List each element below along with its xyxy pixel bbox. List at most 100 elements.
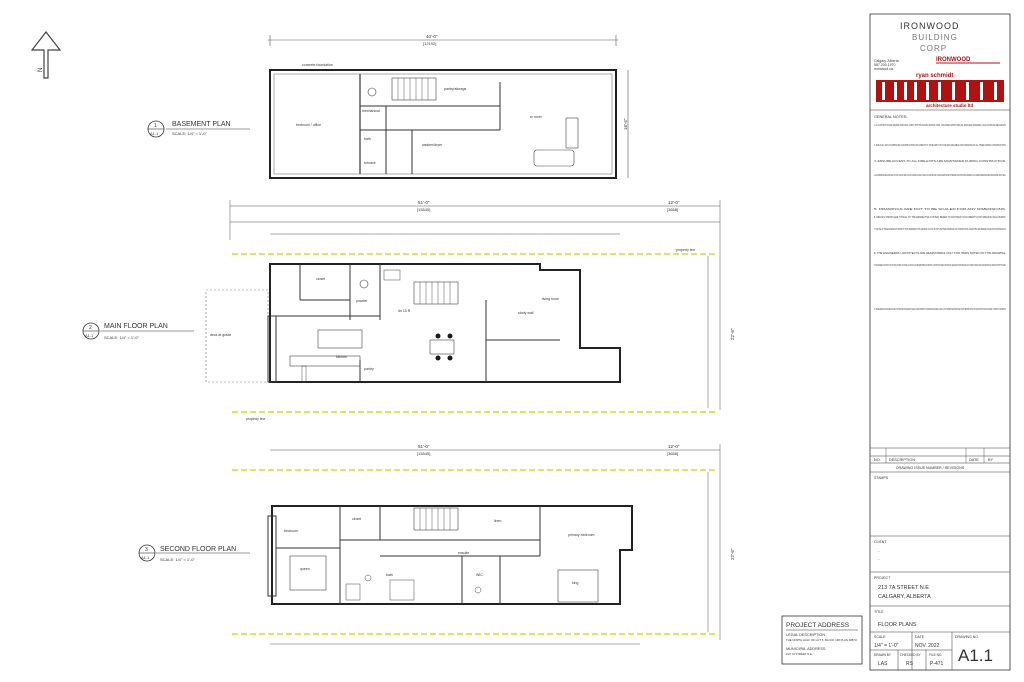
- second-stairs: [413, 507, 459, 531]
- basement-room-tv: tv room: [530, 115, 542, 119]
- basement-room-bedroom: bedroom / office: [296, 123, 321, 127]
- project-label: PROJECT: [874, 576, 891, 580]
- scale-value: 1/4" = 1'-0": [874, 643, 899, 649]
- file-no-value: P-471: [930, 661, 944, 667]
- second-room-bedroom: bedroom: [284, 529, 298, 533]
- main-plan-sheet: A1.1: [85, 333, 94, 338]
- basement-stairs: [391, 77, 437, 101]
- basement-plan-title: BASEMENT PLAN: [172, 121, 231, 128]
- checked-by-label: CHECKED BY: [900, 653, 922, 657]
- rev-col-description: DESCRIPTION: [889, 458, 915, 462]
- basement-plan-number: 1: [154, 123, 157, 129]
- rev-heading: DRAWING ISSUE NUMBER / REVISIONS: [896, 466, 965, 470]
- title-label: TITLE: [874, 610, 884, 614]
- basement-plan-scale: SCALE: 1/4" = 1'-0": [172, 131, 207, 136]
- general-note-8: 8. THE ENGINEERS / ARCHITECTS ARE RESPON…: [874, 252, 1006, 255]
- general-note-1: 1. ALL CONSTRUCTION AND RELATED WORK SHA…: [874, 124, 1006, 127]
- basement-room-pantry: pantry/storage: [444, 87, 466, 91]
- company-contact-city: Calgary, Alberta: [874, 59, 899, 63]
- general-note-2: 2. ONE FULL SET OF APPROVED CONSTRUCTION…: [874, 144, 1006, 147]
- main-floor-plan: 51'-0" [15545] 12'-0" [3658] property li…: [205, 200, 735, 421]
- project-line2: CALGARY, ALBERTA: [878, 594, 931, 600]
- second-room-king: king: [572, 581, 578, 585]
- company-logo-small: IRONWOOD: [936, 57, 971, 63]
- title-value: FLOOR PLANS: [878, 622, 917, 628]
- scale-label: SCALE: [874, 635, 886, 639]
- main-room-kitchen: kitchen: [336, 355, 347, 359]
- second-room-closet: closet: [352, 517, 361, 521]
- company-contact-web: ironwood.ca: [874, 67, 893, 71]
- main-front-dim-mm: [3658]: [667, 207, 678, 212]
- basement-plan-label: 1 A1.1 BASEMENT PLAN SCALE: 1/4" = 1'-0": [147, 120, 250, 138]
- architect-name: ryan schmidt: [916, 73, 953, 79]
- legal-description-text: THE NORTH HALF OF LOT 5, BLOCK 108 PLAN …: [786, 638, 857, 642]
- client-line1: -: [878, 548, 880, 553]
- second-plan-sheet: A1.1: [141, 555, 150, 560]
- main-room-pantry: pantry: [364, 367, 374, 371]
- general-note-7: 7. THE USE OF THESE DRAWINGS IS LIMITED …: [874, 228, 1006, 231]
- legal-description-label: LEGAL DESCRIPTION: [786, 633, 825, 637]
- drawn-by-value: LAS: [878, 661, 888, 667]
- general-note-9: 9. THE ENGINEERS / ARCHITECTS DO NOT HAV…: [874, 264, 1006, 267]
- basement-room-mechanical: mechanical: [362, 109, 380, 113]
- north-arrow-icon: N: [30, 31, 62, 79]
- general-note-6: 6. DETAILS SHOWN ARE TYPICAL TO THE RESP…: [874, 216, 1006, 219]
- date-label: DATE: [915, 635, 925, 639]
- basement-room-furnace: furnace: [364, 161, 376, 165]
- title-block: IRONWOOD BUILDING CORP Calgary, Alberta …: [869, 13, 1011, 671]
- company-contact-phone: 587.200.1970: [874, 63, 895, 67]
- drawing-number-value: A1.1: [958, 646, 993, 665]
- municipal-address-label: MUNICIPAL ADDRESS: [786, 647, 826, 651]
- project-address-box: PROJECT ADDRESS LEGAL DESCRIPTION THE NO…: [781, 615, 863, 665]
- second-room-ensuite: ensuite: [458, 551, 469, 555]
- main-front-dim: 12'-0": [668, 200, 680, 205]
- basement-room-washer: washer/dryer: [422, 143, 443, 147]
- company-name-line3: CORP: [920, 44, 947, 53]
- second-plan-title: SECOND FLOOR PLAN: [160, 546, 236, 553]
- main-room-study: study wall: [518, 311, 534, 315]
- checked-by-value: RS: [906, 661, 914, 667]
- main-plan-number: 2: [89, 325, 92, 331]
- general-note-4: 4. ALL DIMENSIONS ARE FROM FACE OF STUD,…: [874, 174, 1006, 177]
- main-room-deck: deck at grade: [210, 333, 231, 337]
- client-label: CLIENT: [874, 540, 887, 544]
- main-room-powder: powder: [356, 299, 368, 303]
- second-front-dim: 12'-0": [668, 444, 680, 449]
- second-overall-dim: 51'-0": [418, 444, 430, 449]
- main-plan-title: MAIN FLOOR PLAN: [104, 323, 168, 330]
- municipal-address-text: 213 7A STREET N.E.: [786, 652, 813, 656]
- second-room-bath: bath: [386, 573, 393, 577]
- main-depth-dim: 22'-6": [730, 328, 735, 340]
- second-floor-plan-label: 3 A1.1 SECOND FLOOR PLAN SCALE: 1/4" = 1…: [138, 544, 250, 562]
- basement-overall-dim: 40'-0": [426, 34, 438, 39]
- rev-col-by: BY: [988, 458, 994, 462]
- basement-overall-dim-mm: [12192]: [423, 41, 436, 46]
- basement-plan-sheet: A1.1: [150, 131, 159, 136]
- main-overall-dim-mm: [15545]: [417, 207, 430, 212]
- rev-col-date: DATE: [969, 458, 979, 462]
- company-name-line2: BUILDING: [912, 33, 958, 42]
- second-floor-plan: 51'-0" [15545] 12'-0" [3658] 22'-6": [232, 444, 735, 645]
- general-note-5: 5. DRAWINGS ARE NOT TO BE SCALED FOR ANY…: [874, 208, 1007, 211]
- basement-room-bath: bath: [364, 137, 371, 141]
- main-plan-scale: SCALE: 1/4" = 1'-0": [104, 335, 139, 340]
- second-overall-dim-mm: [15545]: [417, 451, 430, 456]
- project-line1: 213 7A STREET N.E: [878, 585, 929, 591]
- general-notes-heading: GENERAL NOTES:: [874, 115, 907, 119]
- main-room-living: living room: [542, 297, 559, 301]
- second-room-primary: primary bedroom: [568, 533, 595, 537]
- main-room-stairs: dn 15 R: [398, 309, 411, 313]
- main-floor-plan-label: 2 A1.1 MAIN FLOOR PLAN SCALE: 1/4" = 1'-…: [82, 322, 194, 340]
- general-note-3: 3. ENSURE ACCESS TO ALL FIRE EXITS ARE M…: [874, 160, 1006, 163]
- second-room-queen: queen: [300, 567, 310, 571]
- drawn-by-label: DRAWN BY: [874, 653, 892, 657]
- second-front-dim-mm: [3658]: [667, 451, 678, 456]
- file-no-label: FILE NO.: [929, 653, 942, 657]
- north-label: N: [38, 68, 44, 72]
- revisions-table: NO. DESCRIPTION DATE BY DRAWING ISSUE NU…: [870, 447, 1010, 473]
- main-property-line-bottom: property line: [246, 417, 265, 421]
- second-room-linen: linen: [494, 519, 501, 523]
- basement-room-foundation: concrete foundation: [302, 63, 333, 67]
- main-room-closet: closet: [316, 277, 325, 281]
